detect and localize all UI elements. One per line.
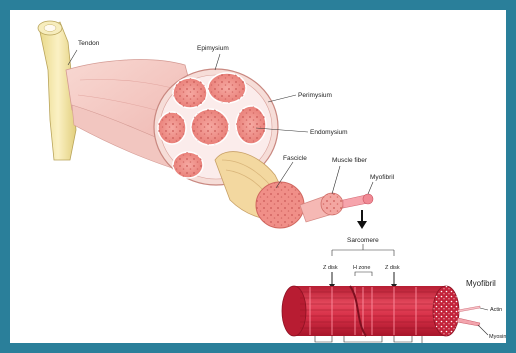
myofibril-strand: [343, 194, 373, 208]
myofibril-cylinder: [282, 286, 480, 336]
band-brackets: [315, 336, 422, 343]
label-myosin: Myosin: [489, 334, 506, 340]
label-epimysium: Epimysium: [197, 45, 229, 52]
label-m-line: M line: [416, 347, 431, 353]
label-h-zone: H zone: [353, 265, 370, 271]
fascicle-extracted: [215, 152, 304, 228]
label-myofibril-top: Myofibril: [370, 174, 395, 181]
label-fascicle: Fascicle: [283, 155, 307, 162]
label-z-disk-right: Z disk: [385, 265, 400, 271]
label-perimysium: Perimysium: [298, 92, 332, 99]
label-muscle-fiber: Muscle fiber: [332, 157, 368, 164]
down-arrow-icon: [357, 210, 367, 229]
label-myofibril-bottom: Myofibril: [466, 279, 496, 288]
label-endomysium: Endomysium: [310, 129, 348, 136]
label-i-band-right: I band: [386, 347, 401, 353]
label-i-band-left: I band: [318, 347, 333, 353]
label-sarcomere: Sarcomere: [347, 237, 379, 244]
sarcomere-bracket: [332, 244, 394, 256]
label-z-disk-left: Z disk: [323, 265, 338, 271]
label-tendon: Tendon: [78, 40, 100, 47]
muscle-anatomy-diagram: Tendon Epimysium Perimysium Endomysium F…: [10, 10, 516, 353]
label-actin: Actin: [490, 307, 502, 313]
label-a-band: A band: [351, 347, 368, 353]
muscle-fiber-shape: [300, 193, 343, 222]
